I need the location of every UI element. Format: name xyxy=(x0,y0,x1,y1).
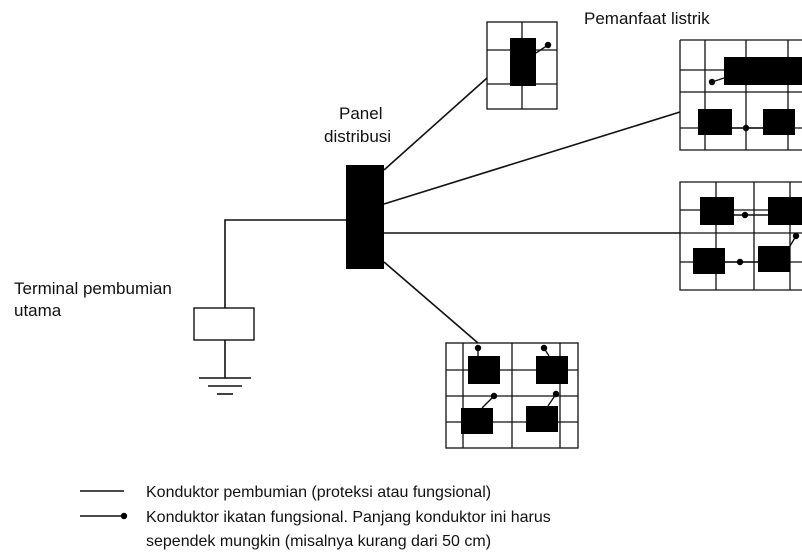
earthing-conductor-to-terminal xyxy=(224,219,346,308)
equipment-2 xyxy=(679,39,802,151)
legend: Konduktor pembumian (proteksi atau fungs… xyxy=(80,484,551,550)
feeder-lines xyxy=(383,77,681,344)
legend-earthing-text: Konduktor pembumian (proteksi atau fungs… xyxy=(146,484,491,501)
equipment-3 xyxy=(679,181,802,291)
consumers-label: Pemanfaat listrik xyxy=(584,9,710,28)
legend-bonding-text-line1: Konduktor ikatan fungsional. Panjang kon… xyxy=(146,509,551,526)
earth-ground-icon xyxy=(199,377,251,395)
legend-bonding-dot xyxy=(120,512,128,520)
main-earthing-terminal-group xyxy=(193,219,346,395)
legend-bonding-text-line2: sependek mungkin (misalnya kurang dari 5… xyxy=(146,533,491,550)
terminal-label-line1: Terminal pembumian xyxy=(14,279,172,298)
main-earthing-terminal xyxy=(193,307,255,341)
feeder-to-equipment-4 xyxy=(383,261,479,344)
feeder-to-equipment-1 xyxy=(383,77,488,171)
terminal-label-line2: utama xyxy=(14,301,62,320)
panel-label-line2: distribusi xyxy=(324,127,391,146)
equipment-4 xyxy=(445,342,579,449)
feeder-to-equipment-2 xyxy=(383,111,681,205)
equipment-1 xyxy=(486,21,558,110)
distribution-panel xyxy=(346,165,384,269)
panel-label-line1: Panel xyxy=(339,104,382,123)
